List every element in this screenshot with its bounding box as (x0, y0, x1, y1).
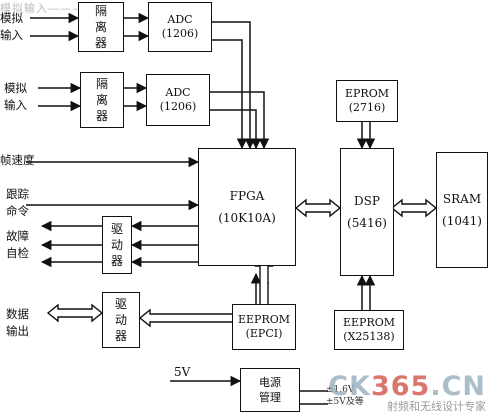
sram-block: SRAM(1041) (436, 152, 488, 268)
site-watermark: CK365.CN 射频和无线设计专家 (328, 371, 486, 414)
power-management-block: 电源管理 (240, 368, 300, 412)
adc-1: ADC(1206) (148, 2, 212, 52)
wire-adc1-fpga-b (212, 39, 248, 150)
isolator-2: 隔离器 (80, 72, 124, 128)
tracking-command-label: 跟踪命令 (6, 187, 29, 218)
power-output-labels: ±1.6V±5V及等 (326, 385, 364, 407)
wire-adc2-fpga-b (210, 109, 262, 150)
dsp-eeprom: EEPROM(X25138) (334, 310, 404, 350)
adc-2: ADC(1206) (146, 74, 210, 126)
fpga-eeprom: EEPROM(EPCI) (232, 304, 296, 350)
watermark-subtitle: 射频和无线设计专家 (387, 400, 486, 413)
driver-2: 驱动器 (102, 292, 140, 348)
data-output-label: 数据输出 (6, 307, 29, 338)
bus-dsp-sram (390, 198, 438, 218)
wire-adc1-fpga-a (212, 21, 256, 150)
isolator-1: 隔离器 (78, 2, 124, 52)
bus-drv2-data-out (46, 303, 104, 323)
driver-1: 驱动器 (102, 216, 132, 274)
fault-selftest-label: 故障自检 (6, 229, 29, 260)
wire-adc2-fpga-a (210, 91, 270, 150)
speed-label: 帧速度 (0, 153, 35, 167)
fpga-block: FPGA(10K10A) (198, 148, 296, 266)
analog-input-label-2: 模拟输入 (4, 81, 27, 112)
bus-fpga-dsp (294, 198, 342, 218)
watermark-logo: CK365.CN (328, 371, 486, 402)
power-input-label: 5V (174, 365, 191, 379)
analog-input-label-1: 模拟输入 (0, 11, 23, 42)
top-watermark: 模拟输入———— (0, 2, 96, 15)
dsp-block: DSP(5416) (340, 148, 394, 276)
eprom: EPROM(2716) (336, 80, 398, 122)
